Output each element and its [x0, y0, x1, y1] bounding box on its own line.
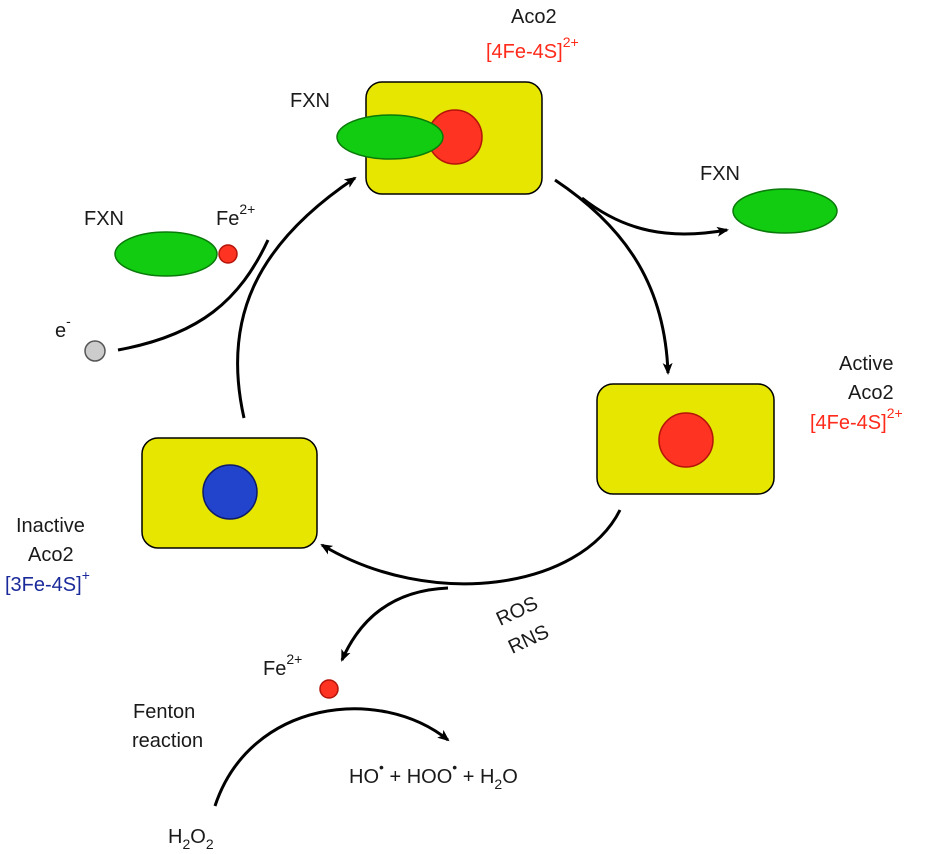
fenton-plus-1: + — [384, 766, 407, 788]
fenton-label-line2: reaction — [132, 730, 203, 752]
fenton-product-hydroperoxyl: HOO — [407, 766, 453, 788]
top-aco2-name-label: Aco2 — [511, 6, 557, 28]
inactive-aco2-state-label: Inactive — [16, 515, 85, 537]
fenton-products-label: HO• + HOO• + H2O — [349, 759, 518, 792]
rns-label: RNS — [505, 621, 553, 659]
active-aco2-cluster-label: [4Fe-4S]2+ — [810, 405, 903, 434]
electron-charge: - — [66, 313, 71, 329]
fenton-reactant-label: H2O2 — [168, 826, 214, 852]
active-aco2-name-label: Aco2 — [848, 382, 894, 404]
fenton-label-line1: Fenton — [133, 701, 195, 723]
electron-fe-entry-path — [117, 239, 270, 352]
fxn-iron-donor-fe-charge: 2+ — [239, 201, 255, 217]
fxn-release-arrow — [581, 196, 729, 237]
released-iron-particle — [319, 679, 339, 699]
fenton-reactant-h: H — [168, 826, 182, 848]
fenton-water-o: O — [502, 766, 518, 788]
fxn-iron-donor-fe-text: Fe — [216, 208, 239, 230]
released-iron-label: Fe2+ — [263, 651, 302, 680]
fenton-radical-dot-2: • — [452, 759, 457, 775]
fenton-water-h: H — [480, 766, 494, 788]
inactive-aco2-name-label: Aco2 — [28, 544, 74, 566]
electron-text: e — [55, 320, 66, 342]
fenton-plus-2: + — [457, 766, 480, 788]
top-aco2-cluster-label: [4Fe-4S]2+ — [486, 34, 579, 63]
released-iron-text: Fe — [263, 658, 286, 680]
electron-particle — [84, 340, 106, 362]
cycle-arrow-top-to-right — [554, 178, 673, 375]
fenton-radical-dot-1: • — [379, 759, 384, 775]
fxn-iron-donor-fxn-label: FXN — [84, 208, 124, 230]
fenton-reactant-o: O — [190, 826, 206, 848]
cycle-arrow-right-to-left — [320, 509, 622, 586]
fxn-iron-donor-fe-label: Fe2+ — [216, 201, 255, 230]
inactive-aco2-cluster — [202, 464, 258, 520]
electron-label: e- — [55, 313, 71, 342]
fenton-arrow — [213, 707, 450, 807]
fxn-iron-donor-iron — [218, 244, 238, 264]
fxn-iron-donor-protein — [114, 231, 218, 277]
top-aco2-cluster-charge: 2+ — [563, 34, 579, 50]
inactive-aco2-cluster-label: [3Fe-4S]+ — [5, 567, 90, 596]
top-fxn-label: FXN — [290, 90, 330, 112]
inactive-aco2-cluster-text: [3Fe-4S] — [5, 574, 82, 596]
top-aco2-cluster-text: [4Fe-4S] — [486, 41, 563, 63]
inactive-aco2-cluster-charge: + — [82, 567, 90, 583]
fenton-product-hydroxyl: HO — [349, 766, 379, 788]
released-fxn-label: FXN — [700, 163, 740, 185]
cycle-arrow-left-to-top — [236, 176, 357, 419]
top-fxn-protein — [336, 114, 444, 160]
fenton-reactant-sub1: 2 — [182, 836, 190, 852]
active-aco2-cluster — [658, 412, 714, 468]
active-aco2-cluster-charge: 2+ — [887, 405, 903, 421]
fenton-reactant-sub2: 2 — [206, 836, 214, 852]
iron-release-arrow — [340, 586, 449, 662]
released-fxn-protein — [732, 188, 838, 234]
active-aco2-cluster-text: [4Fe-4S] — [810, 412, 887, 434]
active-aco2-state-label: Active — [839, 353, 893, 375]
fenton-water-sub: 2 — [494, 776, 502, 792]
released-iron-charge: 2+ — [286, 651, 302, 667]
